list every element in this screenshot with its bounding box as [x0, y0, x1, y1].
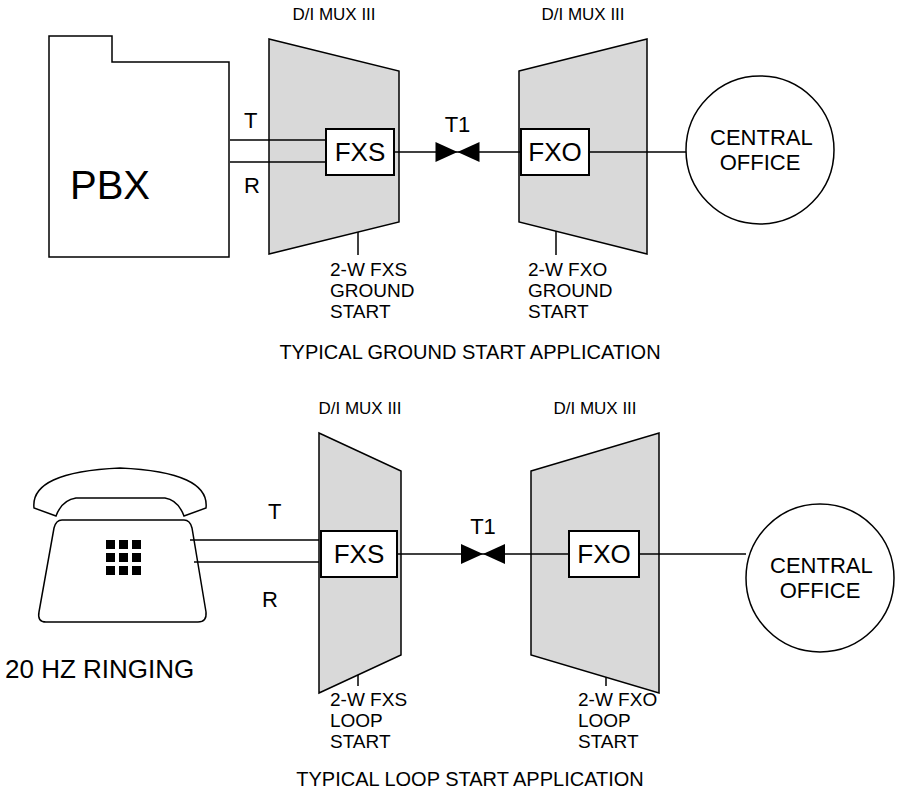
mux-heading: D/I MUX III [490, 400, 700, 419]
ring-wire [194, 561, 320, 562]
edge-label: T1 [470, 514, 496, 539]
callout-text-holder: 2-W FXO LOOP START [578, 690, 670, 753]
caption-text-holder: TYPICAL LOOP START APPLICATION [150, 768, 790, 790]
callout-text-holder: 2-W FXS LOOP START [330, 690, 422, 753]
connector-line [395, 151, 520, 153]
office-name: CENTRAL OFFICE [770, 553, 870, 604]
wire-name-holder: T [268, 500, 292, 524]
caption-text: TYPICAL LOOP START APPLICATION [150, 768, 790, 790]
callout-text: 2-W FXS LOOP START [330, 690, 422, 753]
port-box: FXO [520, 128, 590, 176]
port-name: FXO [577, 540, 630, 569]
callout-text: 2-W FXS GROUND START [330, 260, 422, 323]
telephone-illustration [34, 468, 206, 622]
caption-text-holder: TYPICAL GROUND START APPLICATION [150, 341, 790, 363]
port-name: FXS [335, 138, 386, 167]
mux-heading: D/I MUX III [478, 6, 688, 25]
office-name: CENTRAL OFFICE [710, 125, 810, 176]
mux-trapezoid: D/I MUX IIIFXS [268, 38, 400, 255]
edge-label-holder: R [244, 174, 260, 198]
port-box: FXS [320, 530, 398, 578]
port-box: FXS [325, 128, 395, 176]
edge-label: T1 [445, 112, 471, 137]
wire-name: T [268, 500, 292, 524]
caption-text: TYPICAL GROUND START APPLICATION [150, 341, 790, 363]
port-box: FXO [568, 530, 640, 578]
pbx-box: PBX [48, 35, 230, 258]
wire-name-holder: R [262, 588, 286, 612]
t1-symbol [483, 544, 505, 564]
telephone-keypad [106, 540, 141, 575]
edge-label-holder: T [244, 109, 257, 133]
telephone-handset [34, 468, 206, 516]
mux-heading: D/I MUX III [278, 400, 442, 419]
port-name: FXS [334, 540, 385, 569]
mux-trapezoid: D/I MUX IIIFXO [530, 432, 660, 694]
ringing-note-holder: 20 HZ RINGING [5, 655, 275, 684]
callout-text: 2-W FXO GROUND START [528, 260, 620, 323]
telephone-body [39, 520, 206, 622]
tip-wire [190, 539, 320, 540]
wire-name: R [262, 588, 286, 612]
callout-text-holder: 2-W FXS GROUND START [330, 260, 422, 323]
mux-trapezoid: D/I MUX IIIFXO [518, 38, 648, 255]
edge-label: R [244, 173, 260, 198]
port-name: FXO [528, 138, 581, 167]
callout-text: 2-W FXO LOOP START [578, 690, 670, 753]
central-office-circle: CENTRAL OFFICE [745, 503, 895, 653]
central-office-circle: CENTRAL OFFICE [685, 75, 835, 225]
pbx-outline [48, 35, 230, 258]
t1-symbol [458, 142, 480, 162]
edge-label-holder: T1 [445, 113, 471, 137]
t1-symbol [436, 142, 458, 162]
t1-symbol [461, 544, 483, 564]
connector [395, 142, 520, 162]
mux-trapezoid: D/I MUX IIIFXS [318, 432, 402, 694]
pbx-name: PBX [70, 163, 150, 207]
callout-text-holder: 2-W FXO GROUND START [528, 260, 620, 323]
edge-label: T [244, 108, 257, 133]
ringing-note: 20 HZ RINGING [5, 655, 275, 684]
edge-label-holder: T1 [470, 515, 496, 539]
mux-heading: D/I MUX III [228, 6, 440, 25]
